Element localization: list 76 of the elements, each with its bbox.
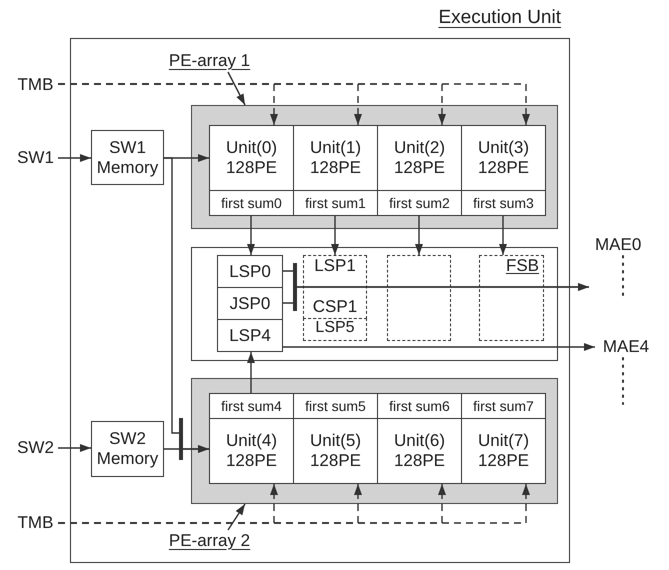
output-label: MAE0: [595, 235, 642, 255]
dashed-arrow: [58, 484, 530, 524]
unit-label: Unit(4) 128PE: [224, 431, 278, 471]
unit-cell: [461, 418, 546, 484]
arrow: [499, 216, 507, 255]
input-label: SW1: [13, 148, 58, 168]
output-label: MAE4: [595, 337, 657, 357]
sum-cell: [209, 393, 294, 419]
input-label: SW2: [13, 438, 58, 458]
unit-label: Unit(0) 128PE: [224, 138, 278, 178]
dashed-box: [479, 255, 544, 341]
memory-label: SW1 Memory: [96, 138, 160, 178]
pe-array-panel: [191, 105, 558, 229]
dashed-arrow: [58, 83, 530, 125]
processor-label: LSP5: [315, 319, 355, 337]
processor-cell: [217, 319, 283, 352]
sum-label: first sum1: [305, 194, 366, 212]
arrow: [331, 216, 339, 255]
dashed-box: [303, 255, 367, 319]
arrow: [164, 445, 209, 453]
arrow: [247, 216, 255, 255]
unit-cell: [293, 418, 378, 484]
frame-title: Execution Unit: [438, 7, 561, 29]
array-title: PE-array 2: [153, 530, 266, 552]
unit-cell: [377, 125, 462, 191]
arrow: [415, 216, 423, 255]
unit-label: Unit(1) 128PE: [308, 138, 362, 178]
pe-array-panel: [191, 378, 558, 504]
unit-label: Unit(5) 128PE: [308, 431, 362, 471]
unit-label: Unit(6) 128PE: [392, 431, 446, 471]
bus-label: TMB: [13, 75, 58, 95]
memory-box: [91, 421, 164, 477]
bus-label: TMB: [13, 513, 58, 533]
leader-arrow: [227, 504, 246, 530]
buffer-label: FSB: [506, 257, 539, 276]
sum-label: first sum0: [221, 194, 282, 212]
unit-label: Unit(3) 128PE: [476, 138, 530, 178]
unit-cell: [209, 125, 294, 191]
processor-label: LSP0: [229, 262, 271, 282]
processor-label: CSP1: [312, 298, 358, 317]
arrow: [58, 154, 91, 162]
sum-cell: [377, 393, 462, 419]
processor-label: LSP1: [314, 257, 356, 276]
unit-cell: [377, 418, 462, 484]
memory-label: SW2 Memory: [96, 429, 160, 469]
sum-cell: [377, 190, 462, 216]
sum-label: first sum3: [473, 194, 534, 212]
unit-cell: [209, 418, 294, 484]
processor-panel: [191, 247, 558, 361]
sum-label: first sum5: [305, 398, 366, 414]
processor-cell: [217, 255, 283, 288]
leader-arrow: [227, 72, 246, 106]
sum-label: first sum6: [389, 398, 450, 414]
unit-label: Unit(7) 128PE: [476, 431, 530, 471]
sum-label: first sum4: [221, 398, 282, 414]
sum-cell: [293, 393, 378, 419]
dashed-box: [387, 255, 451, 341]
sum-label: first sum7: [473, 398, 534, 414]
unit-label: Unit(2) 128PE: [392, 138, 446, 178]
array-title: PE-array 1: [153, 50, 266, 72]
dashed-box: [303, 318, 367, 341]
sum-cell: [293, 190, 378, 216]
unit-cell: [461, 125, 546, 191]
sum-cell: [461, 393, 546, 419]
sum-cell: [209, 190, 294, 216]
arrow: [283, 283, 589, 304]
processor-label: LSP4: [229, 326, 271, 346]
processor-label: JSP0: [230, 294, 270, 314]
unit-cell: [293, 125, 378, 191]
sum-cell: [461, 190, 546, 216]
arrow: [58, 444, 91, 452]
arrow: [247, 352, 255, 393]
arrow: [283, 343, 595, 351]
sum-label: first sum2: [389, 194, 450, 212]
memory-box: [91, 130, 164, 185]
processor-cell: [217, 287, 283, 320]
